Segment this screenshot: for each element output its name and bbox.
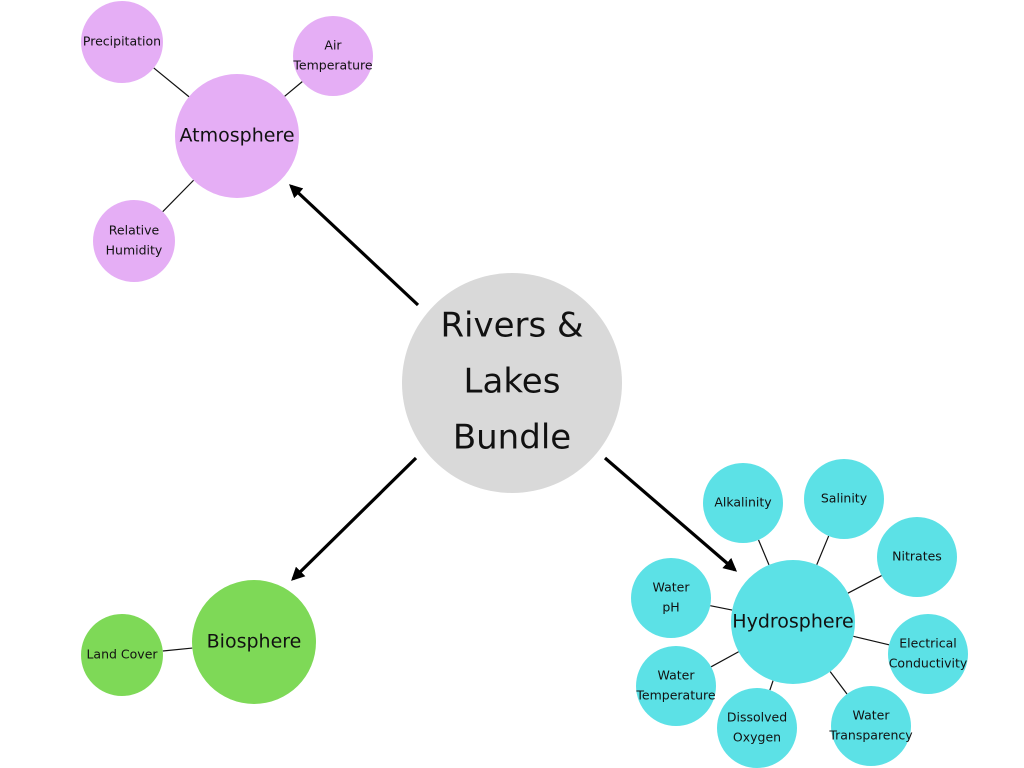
leaf-circle	[717, 688, 797, 768]
center-title-line: Rivers &	[440, 306, 583, 346]
leaf-node-nitrates: Nitrates	[877, 517, 957, 597]
leaf-node-alkalinity: Alkalinity	[703, 463, 783, 543]
connector-atmosphere-relative-humidity	[162, 179, 195, 213]
hub-atmosphere: Precipitation AirTemperatureRelativeHumid…	[81, 1, 373, 282]
leaf-label: Humidity	[106, 243, 163, 258]
leaf-label: Relative	[109, 223, 160, 238]
connector-hydrosphere-water-ph	[710, 605, 733, 611]
leaf-circle	[831, 686, 911, 766]
leaf-label: Water	[658, 668, 696, 683]
leaf-circle	[703, 463, 783, 543]
arrow-to-atmosphere	[289, 184, 420, 307]
leaf-label: Temperature	[292, 58, 372, 73]
connector-atmosphere-air-temperature	[284, 81, 303, 97]
leaf-label: Oxygen	[733, 730, 781, 745]
leaf-label: Salinity	[821, 491, 868, 506]
connector-hydrosphere-nitrates	[847, 575, 882, 594]
leaf-label: Nitrates	[892, 549, 942, 564]
leaf-circle	[293, 16, 373, 96]
leaf-label: Precipitation	[83, 34, 161, 49]
leaf-label: Dissolved	[727, 710, 787, 725]
leaf-circle	[631, 558, 711, 638]
center-title-line: Bundle	[453, 418, 571, 458]
connector-hydrosphere-salinity	[816, 535, 830, 565]
connector-hydrosphere-dissolved-oxygen	[769, 680, 774, 691]
hub-circle	[192, 580, 316, 704]
arrows	[289, 184, 738, 581]
leaf-label: Water	[653, 580, 691, 595]
connector-hydrosphere-water-transparency	[829, 671, 848, 695]
leaf-circle	[93, 200, 175, 282]
leaf-label: pH	[662, 600, 679, 615]
connectors	[153, 67, 890, 695]
hub-label: Atmosphere	[179, 125, 294, 147]
leaf-node-precipitation: Precipitation	[81, 1, 163, 83]
leaf-label: Air	[324, 38, 342, 53]
leaf-label: Land Cover	[86, 647, 158, 662]
leaf-node-water-ph: Water pH	[631, 558, 711, 638]
leaf-circle	[804, 459, 884, 539]
leaf-circle	[888, 614, 968, 694]
hub-circle	[175, 74, 299, 198]
connector-hydrosphere-water-temperature	[710, 651, 739, 668]
connector-atmosphere-precipitation	[153, 67, 190, 98]
connector-biosphere-land-cover	[162, 647, 193, 652]
leaf-node-salinity: Salinity	[804, 459, 884, 539]
hub-biosphere: Land Cover Biosphere	[81, 580, 316, 704]
center-circle	[402, 273, 622, 493]
leaf-circle	[877, 517, 957, 597]
leaf-label: Electrical	[899, 636, 956, 651]
arrow-to-biosphere	[291, 456, 418, 581]
leaf-label: Transparency	[828, 728, 913, 743]
hub-circle	[731, 560, 855, 684]
leaf-label: Temperature	[635, 688, 715, 703]
hub-label: Hydrosphere	[732, 611, 853, 633]
leaf-circle	[81, 614, 163, 696]
leaf-node-land-cover: Land Cover	[81, 614, 163, 696]
leaf-circle	[81, 1, 163, 83]
connector-hydrosphere-alkalinity	[757, 539, 770, 566]
leaf-label: Alkalinity	[714, 495, 772, 510]
connector-hydrosphere-electrical-conductivity	[853, 635, 890, 646]
hub-label: Biosphere	[207, 631, 302, 653]
center-title-line: Lakes	[464, 362, 561, 402]
leaf-circle	[636, 646, 716, 726]
leaf-label: Conductivity	[889, 656, 968, 671]
arrow-to-hydrosphere	[603, 456, 738, 572]
leaf-label: Water	[853, 708, 891, 723]
